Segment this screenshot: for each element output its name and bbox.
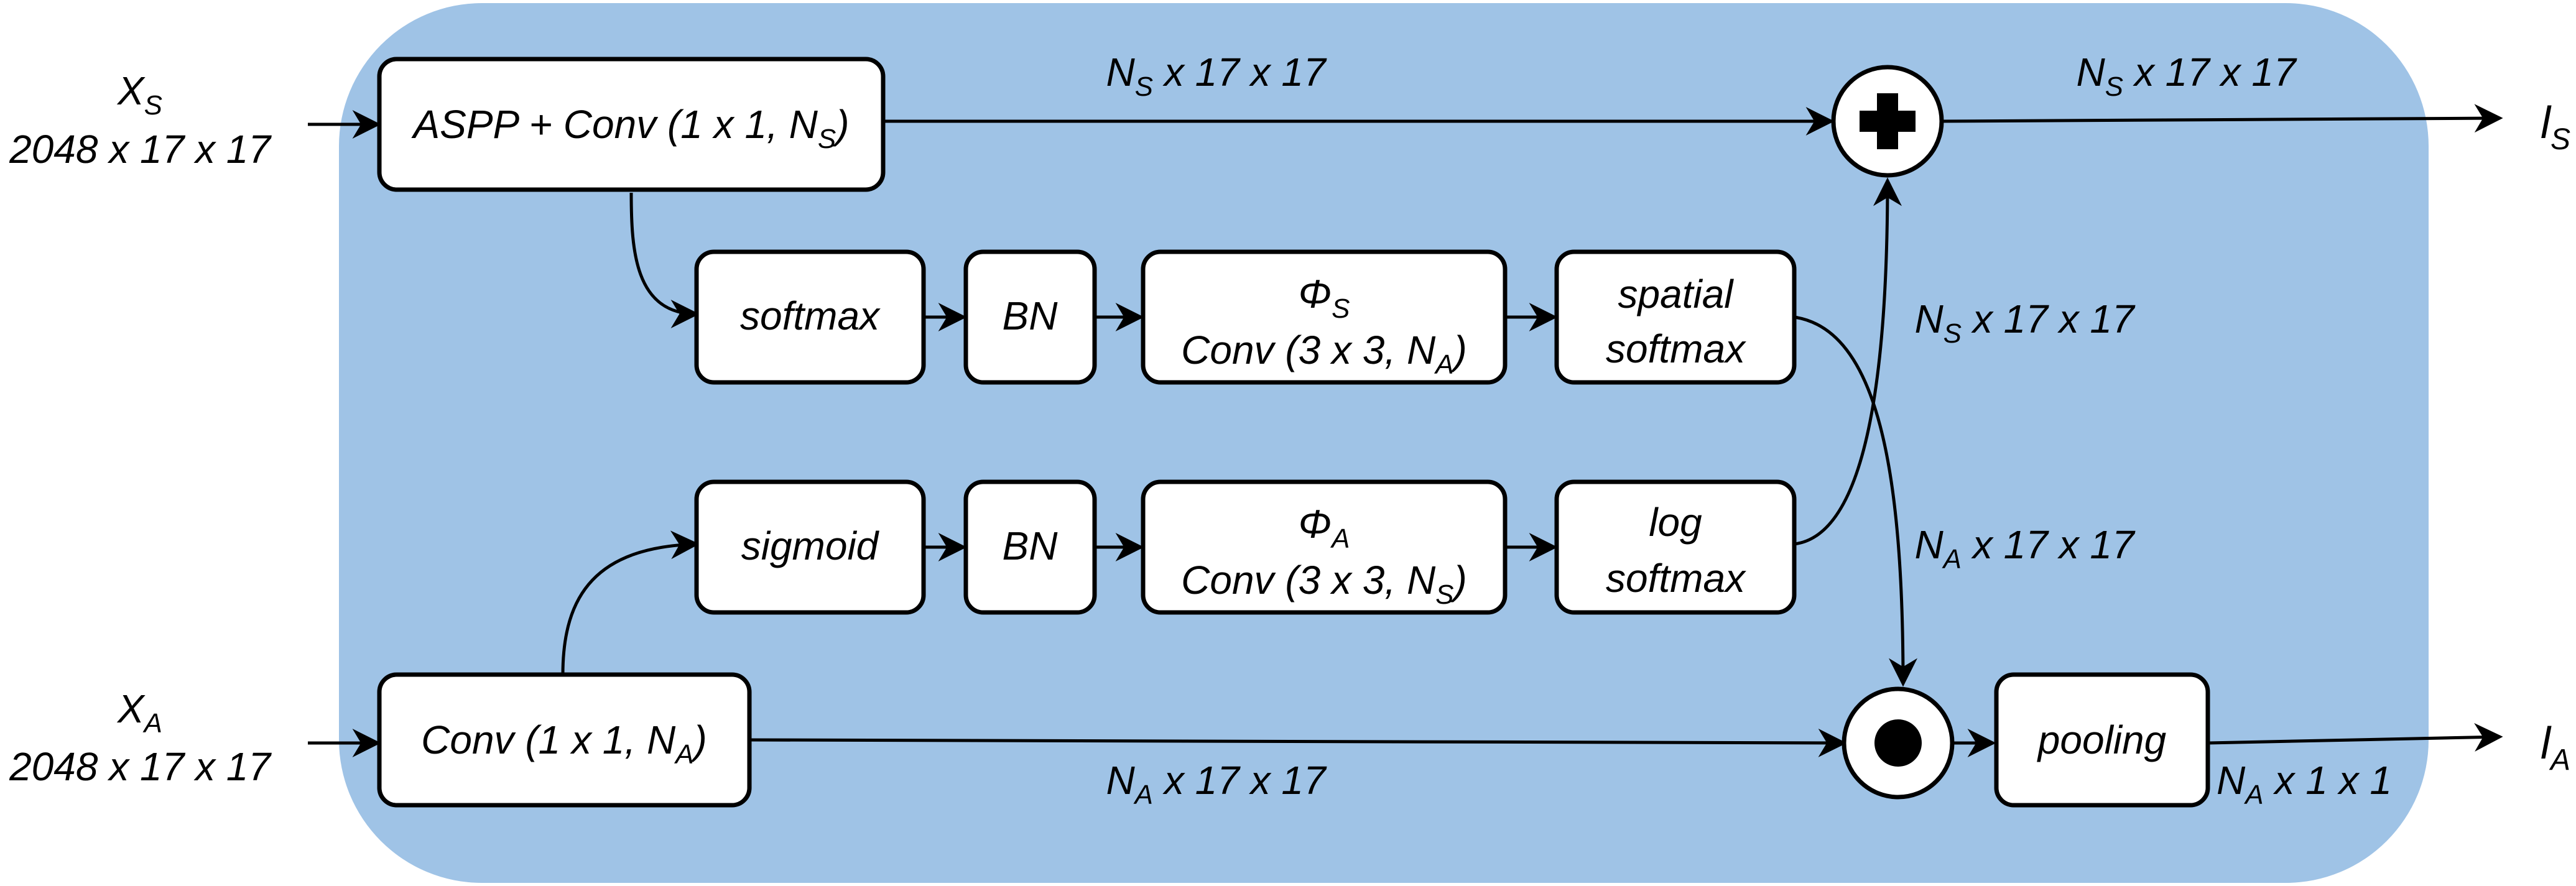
svg-text:softmax: softmax xyxy=(1606,326,1746,371)
aspp-conv-box: ASPP + Conv (1 x 1, NS) xyxy=(377,57,886,192)
edge-label-bottom-right: NA x 1 x 1 xyxy=(2217,758,2392,810)
svg-text:BN: BN xyxy=(1003,293,1059,338)
softmax-box: softmax xyxy=(694,249,926,385)
output-la-label: lA xyxy=(2541,719,2570,777)
conv-to-sigmoid-arrow xyxy=(561,530,700,675)
svg-text:lS: lS xyxy=(2541,98,2570,156)
svg-text:pooling: pooling xyxy=(2037,718,2167,762)
spatial-softmax-box: spatial softmax xyxy=(1554,249,1797,385)
add-to-output-arrow xyxy=(1943,104,2503,133)
svg-text:ΦS: ΦS xyxy=(1299,272,1350,324)
svg-text:ASPP + Conv (1 x 1, NS): ASPP + Conv (1 x 1, NS) xyxy=(410,102,849,154)
svg-text:softmax: softmax xyxy=(740,293,881,338)
svg-text:2048 x 17 x 17: 2048 x 17 x 17 xyxy=(9,744,272,789)
edge-label-top-right: NS x 17 x 17 xyxy=(2076,50,2297,102)
phi-a-box: ΦA Conv (3 x 3, NS) xyxy=(1141,479,1508,615)
edge-label-bottom-mid: NA x 17 x 17 xyxy=(1106,758,1327,810)
log-softmax-box: log softmax xyxy=(1554,479,1797,615)
svg-text:sigmoid: sigmoid xyxy=(741,524,880,568)
svg-text:log: log xyxy=(1649,500,1702,545)
plus-operator-icon xyxy=(1831,65,1944,178)
phi-s-box: ΦS Conv (3 x 3, NA) xyxy=(1141,249,1508,385)
sigmoid-box: sigmoid xyxy=(694,479,926,615)
input-xs-label: XS 2048 x 17 x 17 xyxy=(9,68,272,172)
log-to-add-arrow xyxy=(1794,177,1902,546)
svg-text:ΦA: ΦA xyxy=(1299,502,1350,554)
pooling-box: pooling xyxy=(1994,672,2210,808)
svg-text:BN: BN xyxy=(1003,524,1059,568)
conv-to-multiply-arrow xyxy=(749,728,1847,757)
conv-a-box: Conv (1 x 1, NA) xyxy=(377,672,752,808)
input-xa-label: XA 2048 x 17 x 17 xyxy=(9,686,272,789)
svg-text:spatial: spatial xyxy=(1618,272,1735,316)
svg-text:Conv (3 x 3, NA): Conv (3 x 3, NA) xyxy=(1181,328,1467,380)
edge-label-top-mid: NS x 17 x 17 xyxy=(1106,50,1327,102)
dot-operator-icon xyxy=(1842,686,1955,800)
svg-text:XA: XA xyxy=(116,686,162,739)
svg-text:softmax: softmax xyxy=(1606,556,1746,601)
bn-bottom-box: BN xyxy=(963,479,1097,615)
pooling-to-output-arrow xyxy=(2207,722,2503,752)
svg-text:Conv (1 x 1, NA): Conv (1 x 1, NA) xyxy=(421,718,707,770)
edge-label-mid-upper: NS x 17 x 17 xyxy=(1914,297,2135,349)
svg-text:2048 x 17 x 17: 2048 x 17 x 17 xyxy=(9,127,272,172)
svg-text:XS: XS xyxy=(116,68,162,121)
bn-top-box: BN xyxy=(963,249,1097,385)
svg-text:lA: lA xyxy=(2541,719,2570,777)
aspp-to-softmax-arrow xyxy=(629,192,700,328)
svg-text:Conv (3 x 3, NS): Conv (3 x 3, NS) xyxy=(1181,558,1467,610)
spatial-to-multiply-arrow xyxy=(1794,315,1917,687)
edge-label-mid-lower: NA x 17 x 17 xyxy=(1914,522,2135,575)
output-ls-label: lS xyxy=(2541,98,2570,156)
